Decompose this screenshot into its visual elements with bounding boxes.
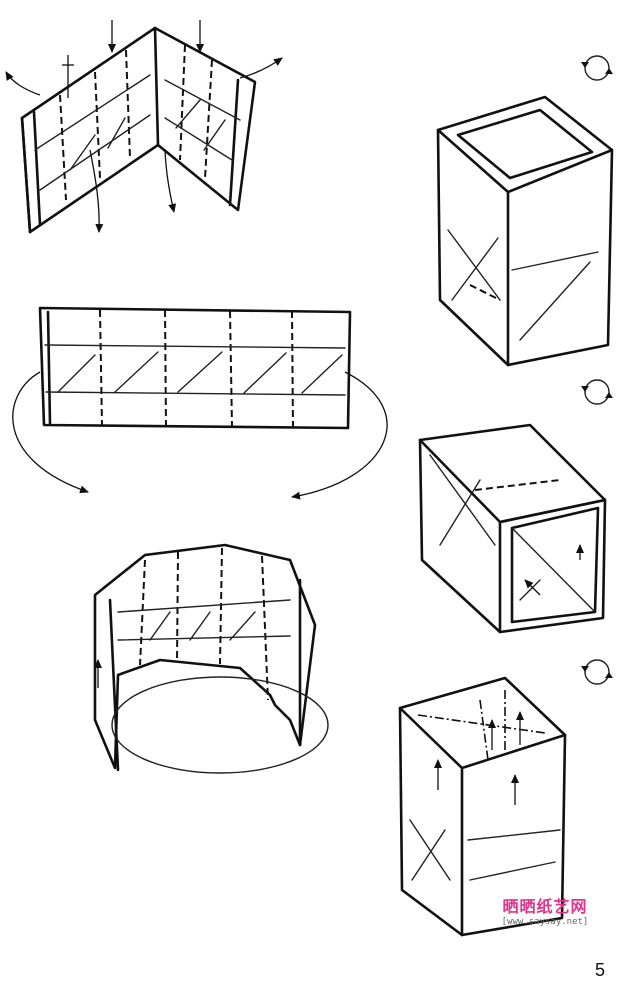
watermark-url: [www.saysay.net]: [501, 917, 589, 927]
step-flat-strip: [12, 306, 388, 500]
page-number: 5: [595, 960, 606, 980]
step-standing-box: [398, 676, 567, 937]
watermark-logo: 晒晒纸艺网: [502, 897, 588, 916]
rotate-icon: [581, 55, 613, 81]
watermark: 晒晒纸艺网 [www.saysay.net]: [490, 898, 600, 928]
step-curved-strip: [93, 543, 329, 774]
rotate-icon: [581, 659, 613, 685]
step-fold-v-strip: [5, 20, 283, 234]
step-open-box: [436, 95, 614, 367]
step-box-side: [418, 423, 607, 634]
rotate-icon: [581, 379, 613, 405]
